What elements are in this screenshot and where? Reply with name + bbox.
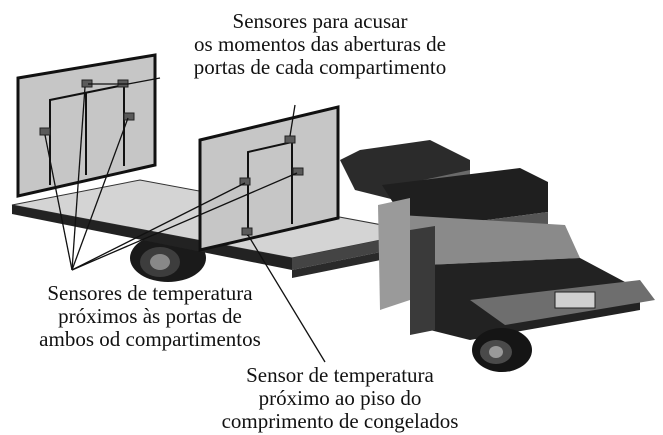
door-sensors-label-line1: Sensores para acusar — [232, 9, 408, 33]
door-temperature-sensors-label-line3: ambos od compartimentos — [39, 327, 261, 351]
door-sensors-label-line2: os momentos das aberturas de — [194, 32, 446, 56]
leader-lines — [44, 77, 326, 363]
front-wheel — [472, 328, 532, 372]
floor-temperature-sensor-label: Sensor de temperatura próximo ao piso do… — [180, 364, 500, 433]
floor-temperature-sensor-label-line1: Sensor de temperatura — [246, 363, 434, 387]
door-temperature-sensors-label: Sensores de temperatura próximos às port… — [0, 282, 300, 351]
door-sensors-label-line3: portas de cada compartimento — [193, 55, 447, 79]
truck-cab — [340, 140, 655, 340]
floor-temperature-sensor — [241, 227, 253, 236]
door-temperature-sensors — [39, 112, 304, 186]
rear-door-panel — [16, 53, 157, 198]
door-temperature-sensors-label-line2: próximos às portas de — [58, 304, 242, 328]
door-temperature-sensors-label-line1: Sensores de temperatura — [47, 281, 253, 305]
floor-temperature-sensor-label-line2: próximo ao piso do — [258, 386, 422, 410]
door-sensors-label: Sensores para acusar os momentos das abe… — [150, 10, 490, 79]
floor-temperature-sensor-label-line3: comprimento de congelados — [221, 409, 459, 433]
